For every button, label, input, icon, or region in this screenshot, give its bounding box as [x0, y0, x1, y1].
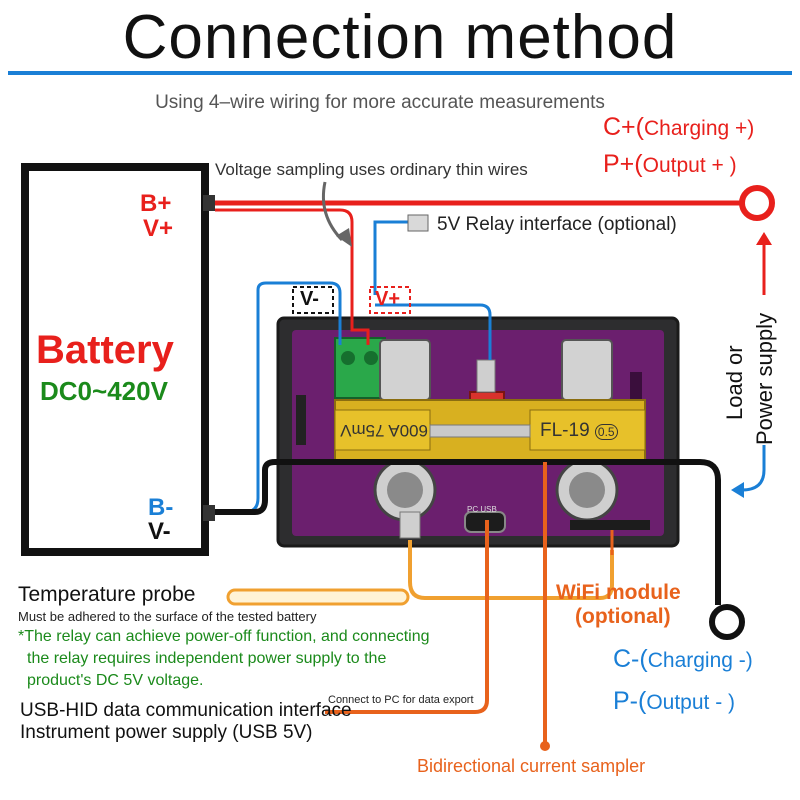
pcb-slot — [296, 395, 306, 445]
p-plus-label: P+(Output + ) — [603, 150, 737, 179]
battery-label: Battery — [36, 328, 174, 372]
c-plus-label: C+(Charging +) — [603, 113, 754, 142]
v-plus-tag-box — [369, 286, 411, 314]
c-minus-text: Charging -) — [647, 649, 753, 672]
battery-terminal-bottom — [203, 505, 215, 521]
b-minus-label: B- — [148, 494, 174, 521]
usb-hid-label: USB-HID data communication interface — [20, 700, 352, 721]
probe-note-label: Must be adhered to the surface of the te… — [18, 609, 317, 624]
red-sense-wire — [215, 208, 370, 345]
v-minus-tag: V- — [300, 288, 319, 310]
p-plus-prefix: P+( — [603, 150, 643, 178]
board-usb-label: PC USB — [467, 505, 497, 514]
usb-wire — [325, 520, 489, 714]
wifi-port — [570, 520, 650, 530]
usb-power-label: Instrument power supply (USB 5V) — [20, 722, 313, 743]
temperature-probe-label: Temperature probe — [18, 583, 196, 606]
c-plus-terminal — [739, 185, 775, 221]
relay-note-line-1: *The relay can achieve power-off functio… — [18, 628, 430, 645]
current-sampler-label: Bidirectional current sampler — [417, 756, 646, 776]
c-minus-prefix: C-( — [613, 645, 648, 673]
temp-probe-port — [399, 511, 421, 539]
blue-relay-wire-b — [375, 303, 492, 360]
relay-plug-icon — [407, 214, 429, 232]
p-plus-text: Output + ) — [642, 154, 737, 177]
p-minus-prefix: P-( — [613, 687, 647, 715]
shunt-rating-label: 600A 75mV — [340, 421, 428, 440]
battery-box — [21, 163, 209, 556]
battery-range-label: DC0~420V — [40, 376, 168, 406]
power-supply-label: Power supply — [752, 312, 777, 445]
v-minus-tag-box — [292, 286, 334, 314]
c-minus-label: C-(Charging -) — [613, 645, 753, 674]
v-plus-tag: V+ — [375, 288, 401, 310]
bolt-right-top — [561, 339, 613, 401]
c-minus-terminal — [709, 604, 745, 640]
temp-probe-wire — [408, 540, 614, 600]
bolt-left-top — [379, 339, 431, 401]
black-main-wire — [215, 459, 721, 605]
c-plus-text: Charging +) — [643, 117, 755, 140]
shunt-model-label: FL-19 0.5 — [540, 420, 618, 442]
wifi-optional-label: (optional) — [575, 605, 671, 628]
shunt-left-block — [334, 409, 431, 451]
shunt-right-block — [529, 409, 646, 451]
relay-interface-label: 5V Relay interface (optional) — [437, 214, 677, 235]
relay-note-line-3: product's DC 5V voltage. — [27, 672, 204, 689]
v-minus-left-label: V- — [148, 518, 171, 545]
wifi-module-label: WiFi module — [556, 581, 681, 604]
blue-relay-wire-a — [373, 220, 415, 295]
battery-terminal-top — [203, 195, 215, 211]
connect-pc-label: Connect to PC for data export — [328, 694, 474, 706]
load-or-label: Load or — [722, 345, 747, 420]
shunt-class-badge: 0.5 — [594, 424, 618, 440]
page-subtitle: Using 4–wire wiring for more accurate me… — [155, 92, 605, 113]
blue-down-arrow — [741, 445, 766, 492]
green-terminal-block — [334, 337, 386, 399]
v-plus-left-label: V+ — [143, 215, 174, 242]
page-title: Connection method — [122, 3, 678, 72]
voltage-sampling-label: Voltage sampling uses ordinary thin wire… — [215, 160, 528, 179]
temp-probe-body — [226, 588, 410, 606]
c-plus-prefix: C+( — [603, 113, 644, 141]
relay-note-line-2: the relay requires independent power sup… — [27, 650, 387, 667]
p-minus-label: P-(Output - ) — [613, 687, 735, 716]
b-plus-label: B+ — [140, 190, 172, 217]
p-minus-text: Output - ) — [646, 691, 736, 714]
shunt-model-text: FL-19 — [540, 420, 590, 441]
